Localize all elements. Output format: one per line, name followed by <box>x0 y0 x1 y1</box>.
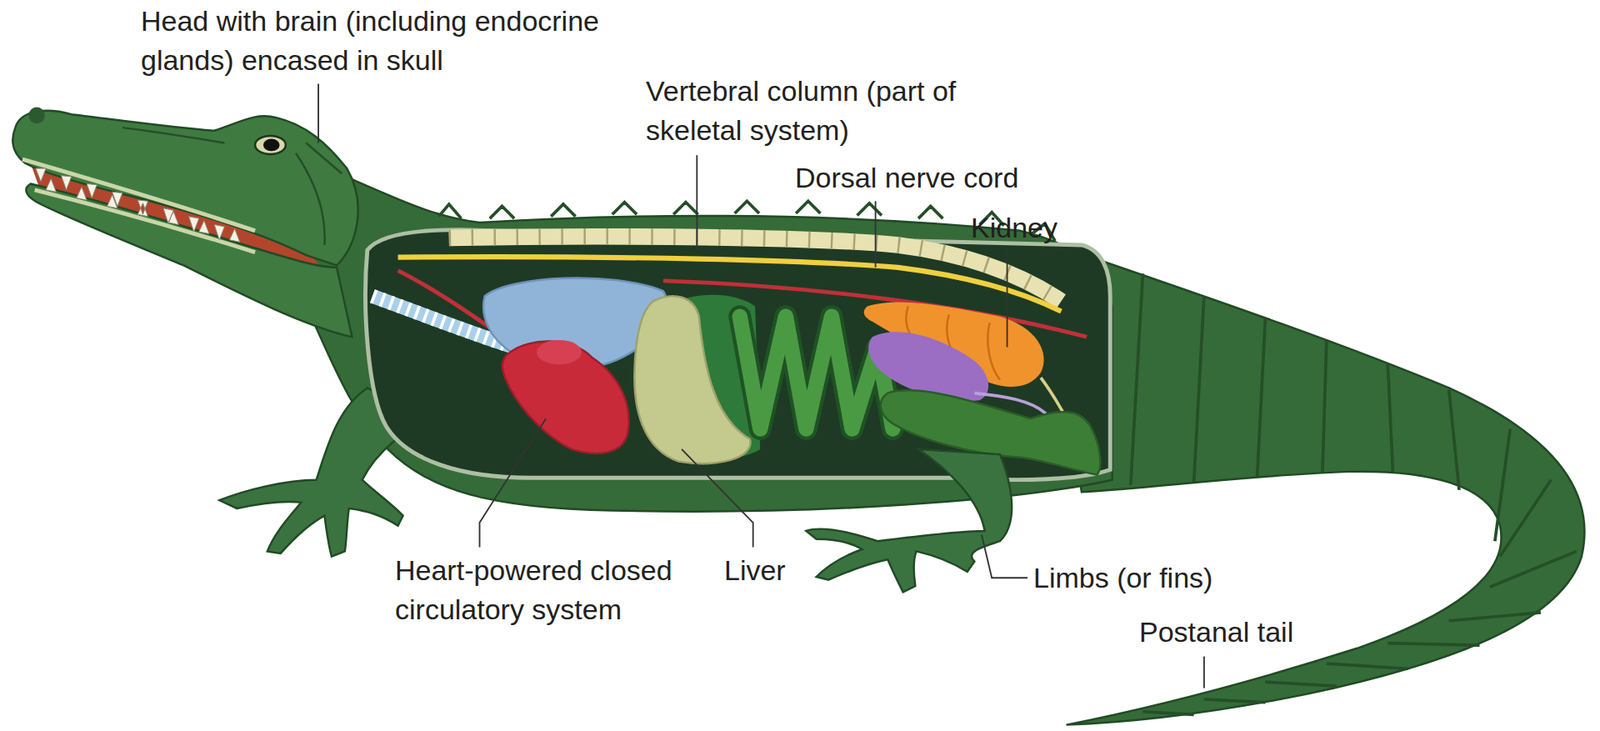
upper-jaw-edge <box>22 159 255 231</box>
leader-line <box>480 418 547 547</box>
back-leg <box>805 449 1012 592</box>
leader-lines <box>318 83 1205 688</box>
part-label: Liver <box>724 550 786 590</box>
part-label: Limbs (or fins) <box>1033 558 1213 598</box>
leader-line <box>1203 656 1205 689</box>
tail <box>1040 240 1585 725</box>
intestine-outline <box>740 316 894 430</box>
part-label: Head with brain (including endocrine gla… <box>140 1 691 80</box>
body-cavity <box>365 230 1111 480</box>
leader-line <box>875 200 877 268</box>
part-label: Vertebral column (part of skeletal syste… <box>645 71 988 150</box>
part-label: Kidney <box>970 208 1058 248</box>
heart-atrium <box>536 340 582 365</box>
gonad <box>868 331 989 400</box>
part-label: Postanal tail <box>1139 612 1294 652</box>
intestine <box>740 316 894 430</box>
upper-head <box>12 110 358 266</box>
nostril <box>28 107 45 125</box>
head-scales <box>122 127 342 245</box>
pupil <box>263 139 280 152</box>
tail-scales <box>1130 273 1577 715</box>
leader-line <box>1006 250 1009 347</box>
leader-line <box>981 535 1028 578</box>
eye <box>255 135 286 155</box>
teeth <box>35 168 240 242</box>
part-label: Heart-powered closed circulatory system <box>395 550 720 630</box>
leader-line <box>317 83 320 143</box>
part-label: Dorsal nerve cord <box>795 158 1019 198</box>
liver <box>634 295 750 464</box>
leader-line <box>681 449 754 548</box>
leader-line <box>695 155 698 250</box>
